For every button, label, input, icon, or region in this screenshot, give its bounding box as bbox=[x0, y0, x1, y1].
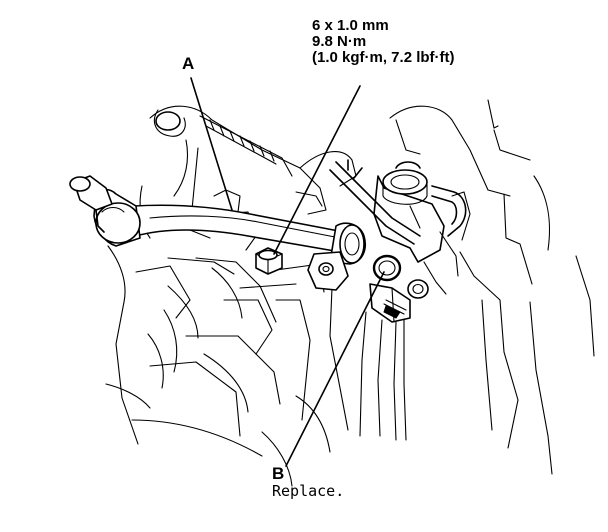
torque-spec-size: 6 x 1.0 mm bbox=[312, 17, 389, 34]
pipe-a bbox=[69, 159, 421, 291]
callout-a-label: A bbox=[182, 54, 195, 73]
callout-b-note: Replace. bbox=[272, 482, 345, 500]
torque-spec: 6 x 1.0 mm 9.8 N·m (1.0 kgf·m, 7.2 lbf·f… bbox=[312, 18, 455, 66]
leader-lines bbox=[190, 77, 385, 467]
torque-spec-newton-metres: 9.8 N·m bbox=[312, 33, 367, 50]
engine-background bbox=[105, 99, 595, 487]
torque-spec-alt-units: (1.0 kgf·m, 7.2 lbf·ft) bbox=[312, 49, 455, 66]
o-ring-b bbox=[372, 254, 402, 282]
mounting-nut bbox=[255, 247, 283, 275]
callout-b-label: B bbox=[272, 464, 285, 483]
hose-connector bbox=[373, 161, 467, 295]
clamp-bracket bbox=[369, 279, 429, 323]
